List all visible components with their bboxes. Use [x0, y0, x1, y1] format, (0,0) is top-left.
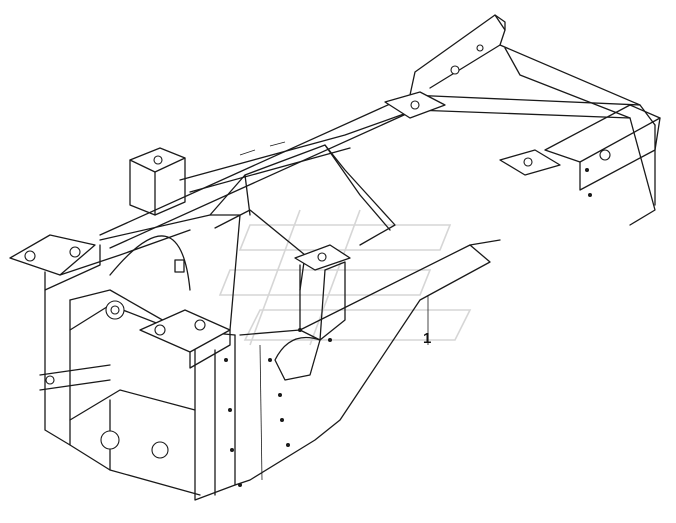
part-callout: 1 — [423, 295, 431, 347]
front-left-pad — [9, 234, 101, 291]
center-structure — [59, 144, 396, 331]
left-mount-tower — [129, 147, 186, 216]
lower-side-plate — [234, 239, 501, 486]
rear-cross-member — [544, 104, 661, 226]
center-mount-pad — [294, 244, 351, 341]
callout-label: 1 — [423, 330, 431, 347]
rear-mount-pads — [384, 91, 561, 176]
front-upper-rail — [179, 109, 416, 193]
rear-upper-rail — [99, 14, 656, 249]
front-right-pad — [139, 309, 231, 369]
watermark-logo — [218, 209, 472, 346]
